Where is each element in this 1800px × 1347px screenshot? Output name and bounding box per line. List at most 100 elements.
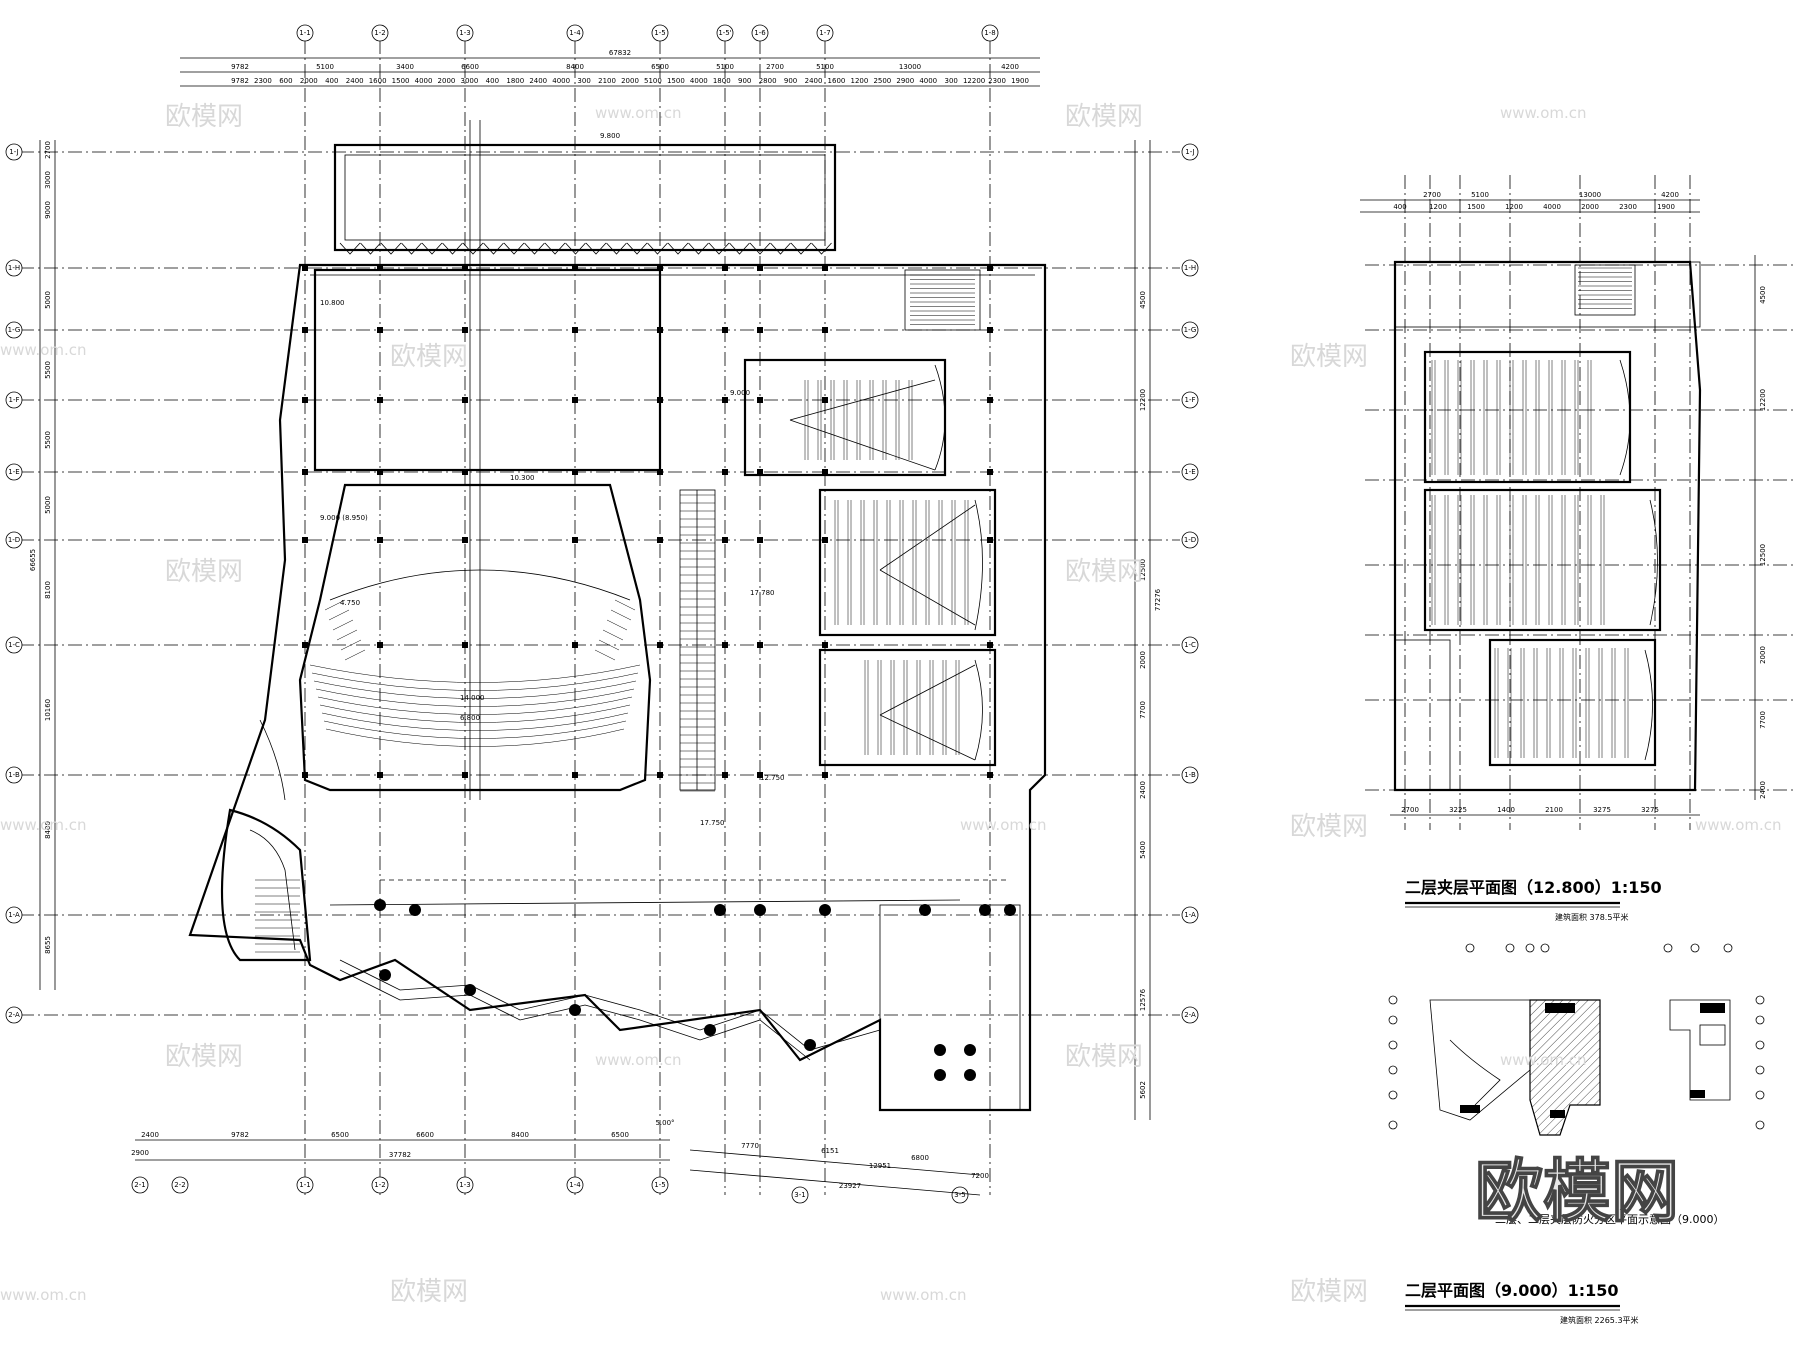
svg-text:1-H: 1-H: [1184, 264, 1196, 272]
top-dim: 13000: [899, 63, 921, 71]
axis-bubble-bottom: 1-2: [371, 1176, 389, 1194]
column-dot: [754, 904, 766, 916]
svg-text:1-5: 1-5: [654, 29, 665, 37]
left-dim: 8100: [44, 581, 52, 599]
fire-axis-bubble: [1690, 943, 1700, 953]
bottom-misc-2: 7200: [971, 1172, 989, 1180]
mezz-top-dim-2: 400: [1393, 203, 1406, 211]
left-dimension-chain: 2700300090005000550055005000810010160840…: [29, 140, 56, 990]
mezz-right-dim: 4500: [1759, 286, 1767, 304]
stage-house: [333, 143, 837, 255]
mezz-top-dim: 13000: [1579, 191, 1601, 199]
top-total-dim: 67832: [609, 49, 631, 57]
svg-text:1-8: 1-8: [984, 29, 995, 37]
right-dim: 7700: [1139, 701, 1147, 719]
svg-text:1-D: 1-D: [8, 536, 20, 544]
mezz-bottom-dim: 3225: [1449, 806, 1467, 814]
right-dimension-chain: 4500122001250020007700240054001257656027…: [1134, 140, 1162, 1120]
bottom-dim-2: 7770: [741, 1142, 759, 1150]
top-dim-detail: 1600: [369, 77, 387, 85]
axis-bubble-right: 1-C: [1181, 636, 1199, 654]
mezz-right-dim: 12500: [1759, 544, 1767, 566]
bottom-dim: 6600: [416, 1131, 434, 1139]
left-dim: 5500: [44, 431, 52, 449]
svg-text:1-5: 1-5: [654, 1181, 665, 1189]
svg-text:1-B: 1-B: [8, 771, 20, 779]
fire-axis-bubble: [1663, 943, 1673, 953]
bottom-dim: 8400: [511, 1131, 529, 1139]
top-dim-detail: 12200: [963, 77, 985, 85]
axis-grid: [20, 40, 1180, 1195]
bottom-misc-1: 2900: [131, 1149, 149, 1157]
watermark-site: www.om.cn: [880, 1286, 967, 1304]
right-dim: 12500: [1139, 559, 1147, 581]
left-dim: 66655: [29, 549, 37, 571]
fire-axis-bubble: [1388, 1015, 1398, 1025]
svg-text:1-G: 1-G: [8, 326, 21, 334]
top-dim-detail: 1800: [506, 77, 524, 85]
top-dim-detail: 9782: [231, 77, 249, 85]
column-dot: [379, 969, 391, 981]
watermark-brand: 欧模网: [390, 342, 468, 372]
left-dim: 9000: [44, 201, 52, 219]
svg-text:1-2: 1-2: [374, 29, 385, 37]
mezzanine-area: 建筑面积 378.5平米: [1555, 912, 1628, 922]
level-label: 9.000 (8.950): [320, 514, 368, 522]
svg-text:3-1: 3-1: [794, 1191, 805, 1199]
axis-bubble-top: 1-5': [716, 24, 734, 42]
mezz-top-dim-2: 2000: [1581, 203, 1599, 211]
fire-axis-bubble: [1505, 943, 1515, 953]
watermark-brand: 欧模网: [1065, 1042, 1143, 1072]
column-dot: [569, 1004, 581, 1016]
axis-bubble-right: 1-E: [1181, 463, 1199, 481]
axis-bubble-top: 1-1: [296, 24, 314, 42]
mezz-right-dim: 2000: [1759, 646, 1767, 664]
left-dim: 10160: [44, 699, 52, 721]
top-dim-detail: 2000: [300, 77, 318, 85]
bottom-dim: 6500: [611, 1131, 629, 1139]
watermark-site: www.om.cn: [0, 341, 87, 359]
bottom-dim-2: 6800: [911, 1154, 929, 1162]
svg-text:1-E: 1-E: [1184, 468, 1195, 476]
mezz-top-dim-2: 1500: [1467, 203, 1485, 211]
axis-bubble-bottom: 1-1: [296, 1176, 314, 1194]
watermark-brand: 欧模网: [1290, 1277, 1368, 1307]
axis-bubble-bottom: 3-1: [791, 1186, 809, 1204]
bottom-misc-3: 5.00°: [655, 1119, 674, 1127]
top-dim-detail: 2300: [988, 77, 1006, 85]
axis-bubble-left: 1-D: [5, 531, 23, 549]
top-dim-detail: 900: [738, 77, 751, 85]
svg-text:1-3: 1-3: [459, 29, 470, 37]
watermarks: 欧模网欧模网欧模网欧模网欧模网欧模网欧模网欧模网欧模网欧模网欧模网www.om.…: [0, 102, 1782, 1307]
cinema-halls: [743, 269, 997, 767]
left-dim: 5000: [44, 291, 52, 309]
left-dim: 8400: [44, 821, 52, 839]
column-dot: [1004, 904, 1016, 916]
watermark-brand: 欧模网: [1290, 342, 1368, 372]
bottom-dim: 6500: [331, 1131, 349, 1139]
mezz-top-dim: 4200: [1661, 191, 1679, 199]
axis-bubble-left: 1-F: [5, 391, 23, 409]
top-dim-detail: 1800: [713, 77, 731, 85]
top-dim-detail: 300: [944, 77, 957, 85]
column-dot: [819, 904, 831, 916]
top-dim: 4200: [1001, 63, 1019, 71]
mezz-top-dim-2: 1200: [1505, 203, 1523, 211]
column-dot: [934, 1069, 946, 1081]
level-label: 17.750: [700, 819, 725, 827]
watermark-site: www.om.cn: [960, 816, 1047, 834]
mezz-right-dim: 2400: [1759, 781, 1767, 799]
svg-text:1-B: 1-B: [1184, 771, 1196, 779]
axis-bubble-right: 1-A: [1181, 906, 1199, 924]
top-dim: 3400: [396, 63, 414, 71]
column-dot: [979, 904, 991, 916]
top-dim-detail: 1200: [850, 77, 868, 85]
level-label: 10.300: [510, 474, 535, 482]
bottom-total-3: 23927: [839, 1182, 861, 1190]
column-dot: [919, 904, 931, 916]
entrance-plaza: [302, 265, 1021, 1111]
watermark-site: www.om.cn: [0, 1286, 87, 1304]
mezz-top-dim-2: 2300: [1619, 203, 1637, 211]
axis-bubble-bottom: 1-5: [651, 1176, 669, 1194]
